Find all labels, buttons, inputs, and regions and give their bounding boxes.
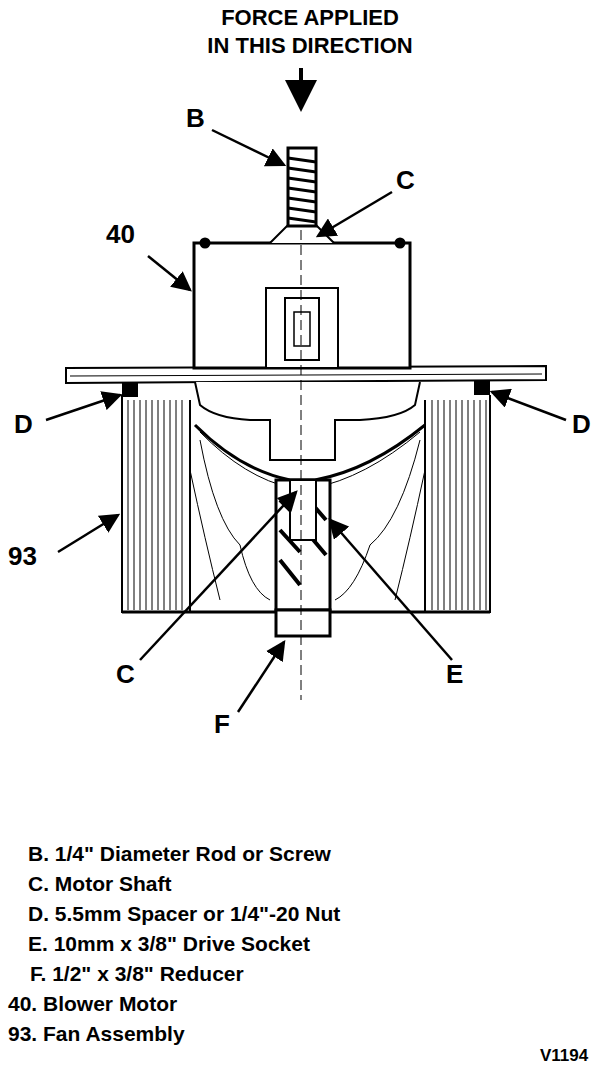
callout-letter: E <box>446 660 463 690</box>
center-line <box>301 230 302 700</box>
callout-letter: C <box>116 660 135 690</box>
blower-motor <box>194 225 410 368</box>
motor-lower <box>195 382 420 460</box>
spacer <box>122 383 138 397</box>
figure-id: V1194 <box>540 1046 588 1066</box>
callout-letter: D <box>572 410 591 440</box>
callout-number: 40 <box>106 220 135 250</box>
key-line: 93. Fan Assembly <box>8 1022 185 1046</box>
key-line: C. Motor Shaft <box>28 872 171 896</box>
callout-letter: B <box>186 104 205 134</box>
callout-letter: C <box>396 166 415 196</box>
note-text: FORCE APPLIED IN THIS DIRECTION <box>160 4 460 59</box>
spacer <box>474 381 490 395</box>
callout-letter: F <box>214 710 230 740</box>
key-line: 40. Blower Motor <box>8 992 177 1016</box>
force-arrow <box>299 68 303 108</box>
callout-letter: D <box>14 410 33 440</box>
key-line: E. 10mm x 3/8" Drive Socket <box>28 932 310 956</box>
callout-number: 93 <box>8 542 37 572</box>
threaded-rod <box>288 148 316 226</box>
key-line: D. 5.5mm Spacer or 1/4"-20 Nut <box>28 902 340 926</box>
key-line: B. 1/4" Diameter Rod or Screw <box>28 842 331 866</box>
key-line: F. 1/2" x 3/8" Reducer <box>30 962 244 986</box>
leader-lines <box>46 130 566 712</box>
